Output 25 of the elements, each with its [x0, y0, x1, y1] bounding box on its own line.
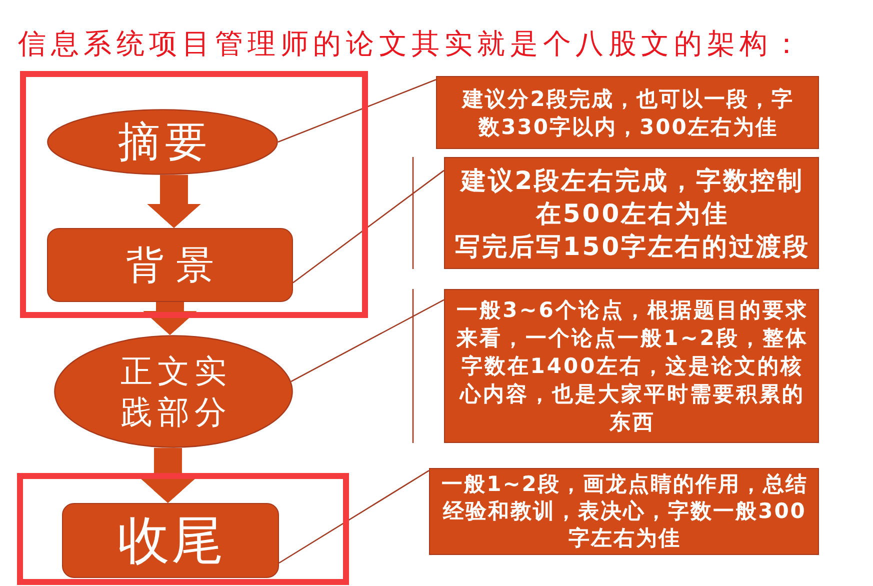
block-arrow	[146, 174, 201, 228]
step-label: 正文实践部分	[120, 350, 232, 432]
title: 信息系统项目管理师的论文其实就是个八股文的架构：	[18, 26, 806, 62]
block-arrow	[140, 448, 195, 503]
step-box	[62, 503, 279, 578]
highlight-frame	[17, 473, 349, 585]
note-text: 建议2段左右完成，字数控制在500左右为佳	[458, 164, 806, 230]
step-ellipse	[47, 109, 278, 175]
step-label: 摘要	[117, 117, 212, 167]
note-box	[444, 157, 819, 269]
step-ellipse	[54, 335, 293, 448]
step-label: 收尾	[116, 510, 226, 570]
leader-line	[278, 79, 436, 143]
leader-line	[278, 470, 430, 564]
step-label: 背景	[125, 242, 226, 288]
note-text: 一般3~6个论点，根据题目的要求来看，一个论点一般1~2段，整体字数在1400左右，这是论文的核心内容，也是大家平时需要积累的东西	[455, 297, 810, 436]
note-text: 建议分2段完成，也可以一段，字数330字以内，300左右为佳	[460, 86, 795, 140]
leader-line	[290, 299, 444, 382]
note-text: 写完后写150字左右的过渡段	[454, 230, 810, 262]
leader-line	[292, 170, 444, 284]
step-box	[47, 228, 293, 302]
highlight-frame	[20, 71, 368, 318]
note-text: 一般1~2段，画龙点睛的作用，总结经验和教训，表决心，字数一般300字左右为佳	[440, 471, 809, 552]
block-arrow	[142, 302, 197, 336]
note-box	[436, 76, 819, 149]
